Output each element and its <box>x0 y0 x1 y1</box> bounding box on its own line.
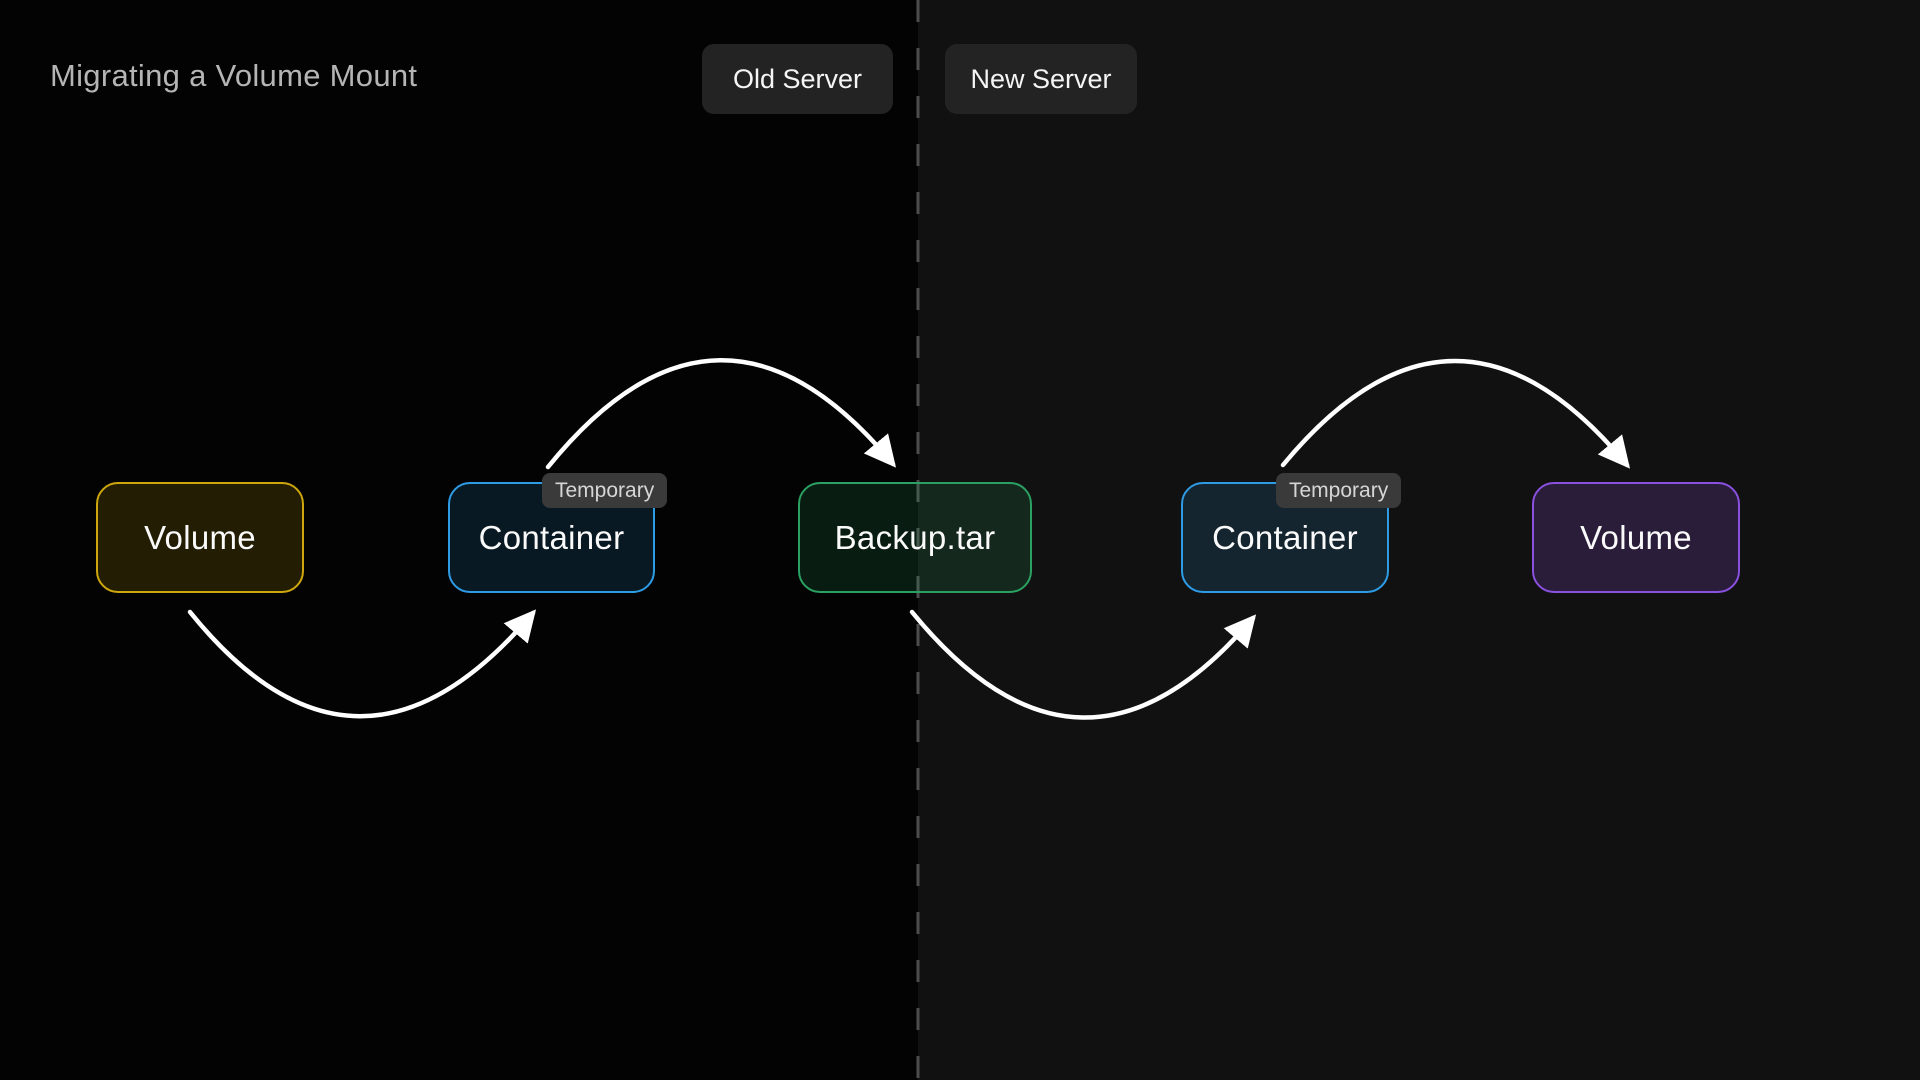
node-volume-new: Volume <box>1532 482 1740 593</box>
new-server-region-background <box>918 0 1920 1080</box>
node-label: Container <box>478 518 625 556</box>
new-server-label: New Server <box>945 44 1137 114</box>
temporary-badge-old: Temporary <box>542 473 668 508</box>
old-server-label: Old Server <box>702 44 893 114</box>
node-label: Container <box>1212 518 1358 556</box>
temporary-badge-new: Temporary <box>1276 473 1402 508</box>
node-backup-tar: Backup.tar <box>798 482 1032 593</box>
temporary-badge-text: Temporary <box>555 478 655 502</box>
node-label: Volume <box>144 518 256 556</box>
page-title: Migrating a Volume Mount <box>50 58 418 93</box>
new-server-label-text: New Server <box>970 63 1112 94</box>
node-label: Backup.tar <box>834 518 996 556</box>
old-server-label-text: Old Server <box>732 63 863 94</box>
node-label: Volume <box>1580 518 1692 556</box>
node-volume-old: Volume <box>96 482 304 593</box>
temporary-badge-text: Temporary <box>1289 478 1389 502</box>
old-server-region-background <box>0 0 918 1080</box>
